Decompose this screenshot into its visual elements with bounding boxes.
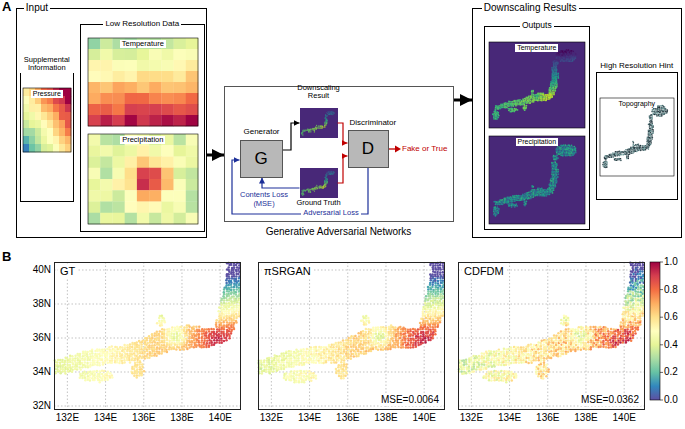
figure: InputSupplemental InformationPressureLow… <box>0 0 685 429</box>
